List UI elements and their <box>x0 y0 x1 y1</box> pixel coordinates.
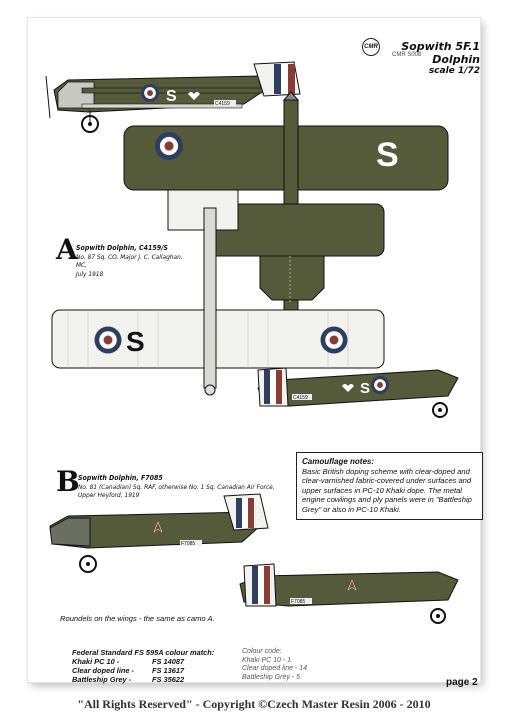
plan-view-upper: S <box>123 91 449 311</box>
profile-b-serial: F7085 <box>181 541 195 547</box>
svg-text:S: S <box>376 136 399 174</box>
profile-b-right-view: F7085 <box>239 563 459 624</box>
colour-code-row: Clear doped line - 14 <box>242 665 307 673</box>
scheme-b-place: Upper Heyford, 1919 <box>78 491 140 499</box>
scheme-b-letter: B <box>56 465 80 498</box>
kit-code: CMR S008 <box>392 52 422 58</box>
fs-row: Battleship Grey -FS 35622 <box>72 675 185 684</box>
fs-row: Khaki PC 10 -FS 14087 <box>72 657 185 666</box>
colour-code-row: Khaki PC 10 - 1 <box>242 656 292 664</box>
aircraft-drawings: S C4159 S <box>45 61 459 624</box>
svg-text:S: S <box>166 88 177 105</box>
camouflage-notes: Camouflage notes: Basic British doping s… <box>296 452 483 520</box>
model-scale: scale 1/72 <box>428 66 480 76</box>
profile-b-side-view: F7085 <box>49 493 269 573</box>
scheme-b-unit: No. 81 (Canadian) Sq. RAF, otherwise No.… <box>78 482 275 491</box>
svg-text:S: S <box>126 326 145 357</box>
colour-code-heading: Colour code: <box>242 648 282 655</box>
plan-view-lower: S <box>51 189 385 396</box>
scheme-a-unit: No. 87 Sq. CO, Major J. C. Callaghan, MC… <box>76 252 183 270</box>
scheme-a-date: July 1918 <box>76 269 104 278</box>
instruction-sheet: CMR Sopwith 5F.1 Dolphin CMR S008 scale … <box>28 18 483 688</box>
scheme-a-caption: Sopwith Dolphin, C4159/S No. 87 Sq. CO, … <box>76 244 194 278</box>
cmr-logo: CMR <box>362 38 380 56</box>
copyright-footer: "All Rights Reserved" - Copyright ©Czech… <box>77 697 431 711</box>
sheet-header: CMR Sopwith 5F.1 Dolphin CMR S008 scale … <box>362 38 480 76</box>
federal-standard-heading: Federal Standard FS 595A colour match: <box>72 648 215 657</box>
scheme-b-name: Sopwith Dolphin, F7085 <box>78 474 163 482</box>
page-number: page 2 <box>446 677 478 688</box>
federal-standard-table: Federal Standard FS 595A colour match: K… <box>72 648 214 684</box>
profile-a-right-serial: C4159 <box>293 395 308 401</box>
roundels-note: Roundels on the wings - the same as camo… <box>60 614 215 623</box>
scheme-a-name: Sopwith Dolphin, C4159/S <box>76 244 168 252</box>
colour-code-table: Colour code: Khaki PC 10 - 1 Clear doped… <box>242 648 307 682</box>
profile-a-side-view: S C4159 <box>45 61 301 133</box>
fs-row: Clear doped line -FS 13617 <box>72 666 185 675</box>
camouflage-heading: Camouflage notes: <box>302 457 375 466</box>
camouflage-text: Basic British doping scheme with clear-d… <box>302 466 472 514</box>
model-title: Sopwith 5F.1 Dolphin <box>401 40 480 66</box>
colour-code-row: Battleship Grey - 5 <box>242 673 300 681</box>
svg-text:S: S <box>360 380 370 397</box>
profile-a-serial: C4159 <box>215 101 230 107</box>
scheme-b-caption: Sopwith Dolphin, F7085 No. 81 (Canadian)… <box>78 474 298 500</box>
profile-b-right-serial: F7085 <box>291 599 305 605</box>
profile-a-right-view: S C4159 <box>257 367 459 418</box>
scheme-a-letter: A <box>56 233 78 266</box>
